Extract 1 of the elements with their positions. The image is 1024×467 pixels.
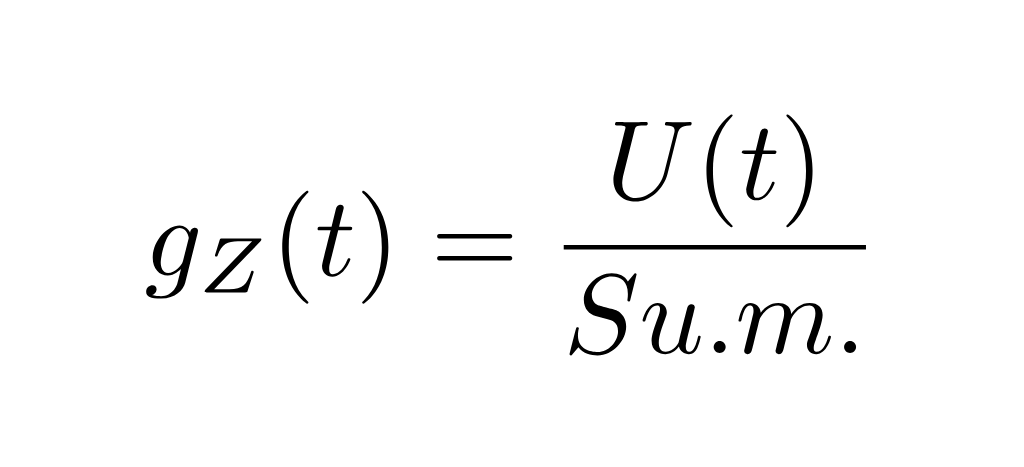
formula: $g_{Z}(t)=\frac{U(t)}{Su.m.}$ — [146, 114, 866, 356]
